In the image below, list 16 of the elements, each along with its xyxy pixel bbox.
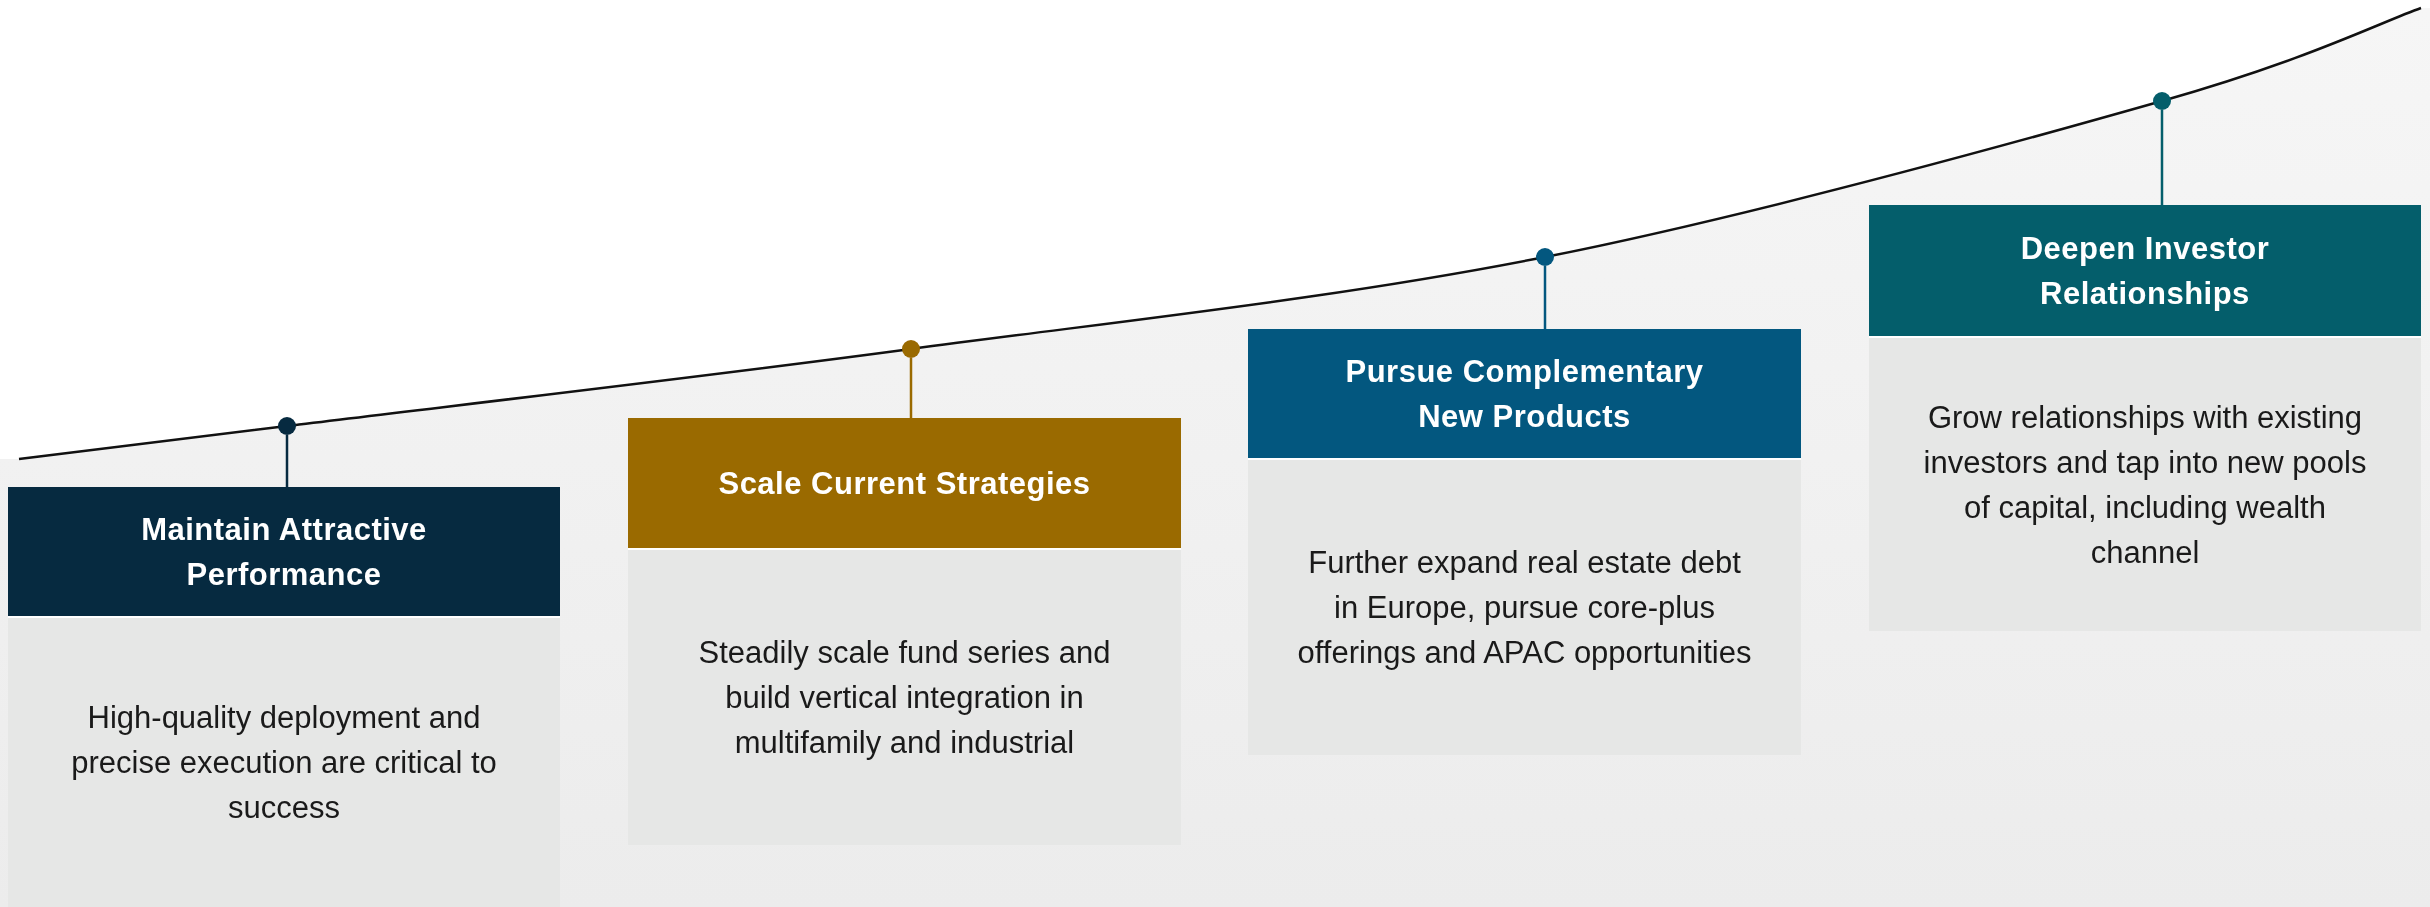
step-card [628, 418, 1181, 845]
card-description: Further expand real estate debt in Europe, pursue core-plus offerings and APAC opportunities [1296, 544, 1753, 672]
card-heading: Pursue Complementary New Products [1248, 329, 1801, 460]
connector-line [2160, 110, 2164, 205]
card-heading: Scale Current Strategies [628, 418, 1181, 550]
connector-line [285, 435, 289, 487]
card-heading: Deepen Investor Relationships [1869, 205, 2421, 338]
step-card [1248, 329, 1801, 755]
card-description: High-quality deployment and precise execution are critical to success [70, 699, 498, 827]
card-description: Steadily scale fund series and build vertical integration in multifamily and industrial [697, 634, 1112, 762]
step-card [8, 487, 560, 907]
card-description: Grow relationships with existing investors and tap into new pools of capital, including wealth channel [1922, 398, 2368, 572]
connector-line [909, 358, 913, 418]
connector-line [1543, 266, 1547, 329]
step-card [1869, 205, 2421, 631]
card-heading: Maintain Attractive Performance [8, 487, 560, 618]
